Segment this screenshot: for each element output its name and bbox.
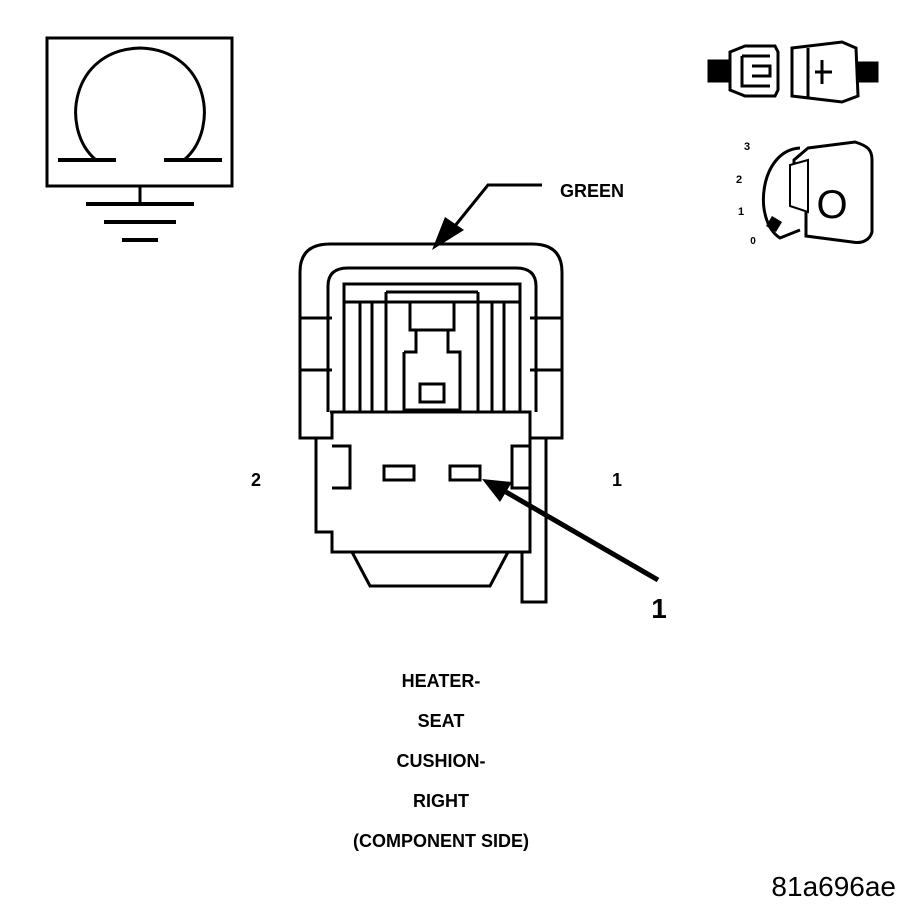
ignition-position-1: 1 (738, 206, 744, 218)
wire-color-label: GREEN (560, 181, 624, 201)
title-line-2: SEAT (418, 711, 465, 731)
terminal-cavity-pin-2 (382, 464, 416, 482)
ignition-position-2: 2 (736, 174, 742, 186)
ignition-position-0: 0 (750, 236, 756, 247)
connector-body (298, 242, 564, 604)
wire-color-leader-arrow (432, 183, 542, 250)
figure-id: 81a696ae (771, 871, 896, 902)
title-line-1: HEATER- (402, 671, 481, 691)
title-line-4: RIGHT (413, 791, 469, 811)
ignition-key-letter: O (816, 183, 847, 227)
pin-label-right: 1 (612, 470, 622, 490)
ignition-off-icon: O 3 2 1 0 (736, 140, 874, 247)
component-title: HEATER- SEAT CUSHION- RIGHT (COMPONENT S… (353, 671, 529, 851)
callout-arrow (482, 479, 660, 583)
title-line-5: (COMPONENT SIDE) (353, 831, 529, 851)
title-line-3: CUSHION- (397, 751, 486, 771)
connector-disconnected-icon (707, 40, 879, 104)
callout-number: 1 (651, 593, 667, 624)
ohmmeter-ground-icon (45, 36, 234, 242)
pin-label-left: 2 (251, 470, 261, 490)
ignition-position-3: 3 (744, 141, 750, 153)
terminal-cavity-pin-1 (448, 464, 482, 482)
